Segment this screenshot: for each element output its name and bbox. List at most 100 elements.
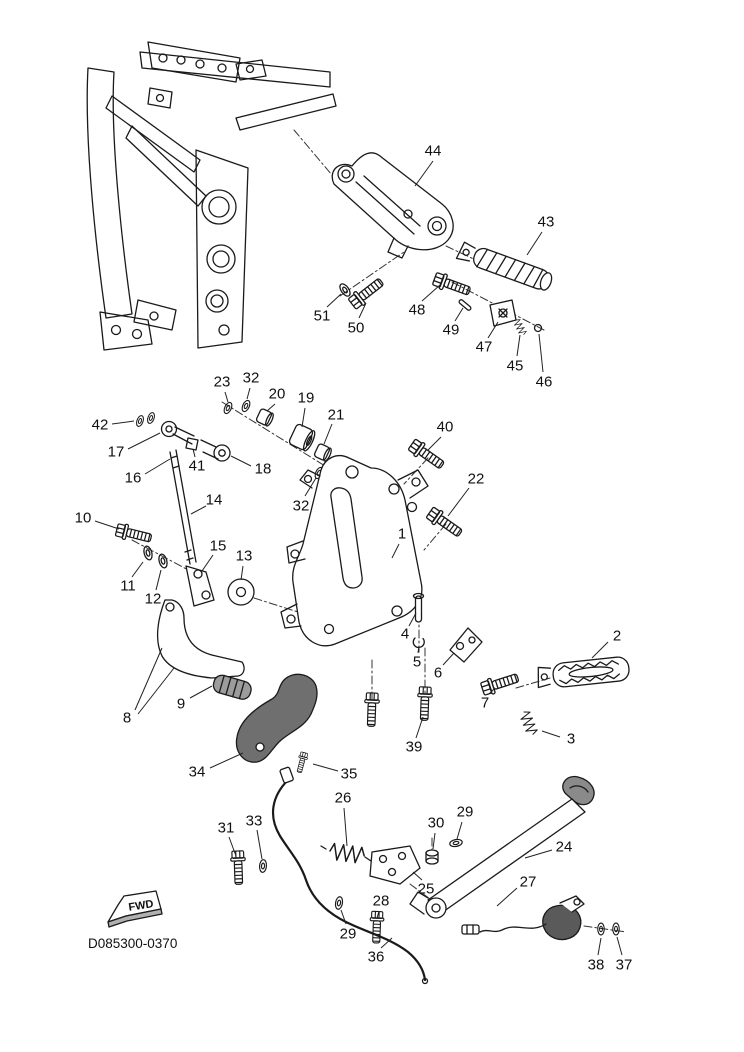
part-2-footrest [537,656,630,689]
leader-line [358,302,367,319]
leader-line [326,293,342,308]
part-12-washer [156,552,170,570]
part-label-22: 22 [468,471,485,488]
leader-line [447,487,470,517]
leader-line [412,871,423,881]
part-29-washer-right [448,837,464,849]
part-1-main-bracket [280,455,429,647]
part-50-bolt [346,274,387,312]
leader-line [134,647,163,711]
leader-line [230,455,252,467]
leader-line [189,685,213,699]
leader-line [312,763,339,772]
part-label-21: 21 [328,407,345,424]
leader-line [209,752,244,769]
leader-line [541,730,561,738]
part-30-nut [425,849,439,865]
part-label-15: 15 [210,538,227,555]
part-label-27: 27 [520,874,537,891]
part-35-screw [294,751,310,774]
part-10-bolt [114,521,154,547]
pivot-collars [222,398,332,481]
part-label-36: 36 [368,949,385,966]
leader-line [240,565,244,581]
part-label-45: 45 [507,358,524,375]
part-label-31: 31 [218,820,235,837]
leader-line [376,910,380,919]
part-label-24: 24 [556,839,573,856]
leader-line [496,887,518,907]
part-label-18: 18 [255,461,272,478]
part-label-2: 2 [613,628,621,645]
leader-line [432,832,436,850]
part-3-spring [518,709,539,737]
part-label-13: 13 [236,548,253,565]
part-27-switch [461,895,585,941]
part-label-14: 14 [206,492,223,509]
part-label-12: 12 [145,591,162,608]
part-label-44: 44 [425,143,442,160]
leader-line [488,687,496,695]
leader-line [591,641,609,659]
part-label-5: 5 [413,654,421,671]
part-label-51: 51 [314,308,331,325]
part-label-3: 3 [567,731,575,748]
part-22-bolt [424,505,466,541]
leader-line [487,321,499,339]
leader-line [228,836,237,857]
part-label-16: 16 [125,470,142,487]
part-label-25: 25 [418,881,435,898]
part-label-11: 11 [120,578,136,595]
leader-line [380,937,393,949]
leader-line [421,284,441,302]
part-label-42: 42 [92,417,109,434]
part-label-37: 37 [616,957,633,974]
part-8-shift-pedal [156,599,245,679]
drawing-number: D085300-0370 [88,936,177,951]
leader-line [224,391,229,403]
part-label-29: 29 [457,804,474,821]
part-label-50: 50 [348,320,365,337]
part-label-38: 38 [588,957,605,974]
part-36-cable [272,766,429,985]
part-7-bolt [479,669,521,698]
leader-line [414,160,434,187]
part-13-washer [227,578,255,606]
part-label-7: 7 [481,695,489,712]
leader-line [246,387,251,400]
leader-line [192,448,196,458]
part-4-pin [412,592,425,623]
part-48-bolt [431,270,473,300]
leader-line [155,569,162,591]
part-37-washer [612,922,620,936]
leader-line [454,307,464,322]
part-label-46: 46 [536,374,553,391]
part-40-bolt [406,437,448,473]
shift-linkage [134,411,231,607]
part-33-washer [258,858,268,874]
leader-line [190,505,207,515]
leader-line [144,458,171,475]
part-49-pin [458,299,472,311]
part-label-43: 43 [538,214,555,231]
part-25-stand-bracket [369,845,421,885]
motorcycle-frame [86,41,337,351]
part-43-footrest [455,241,553,291]
leader-line [597,937,602,956]
part-label-19: 19 [298,390,315,407]
part-26-spring [320,842,372,865]
leader-line [94,520,120,530]
leader-line [526,231,543,256]
leader-line [301,407,306,428]
part-label-8: 8 [123,710,131,727]
leader-line [304,477,317,497]
part-label-35: 35 [341,766,358,783]
leader-line [343,807,348,847]
part-label-32: 32 [243,370,260,387]
part-label-33: 33 [246,813,263,830]
leader-line [340,909,347,925]
part-6-link-plate [449,627,483,663]
leader-line [415,716,424,739]
